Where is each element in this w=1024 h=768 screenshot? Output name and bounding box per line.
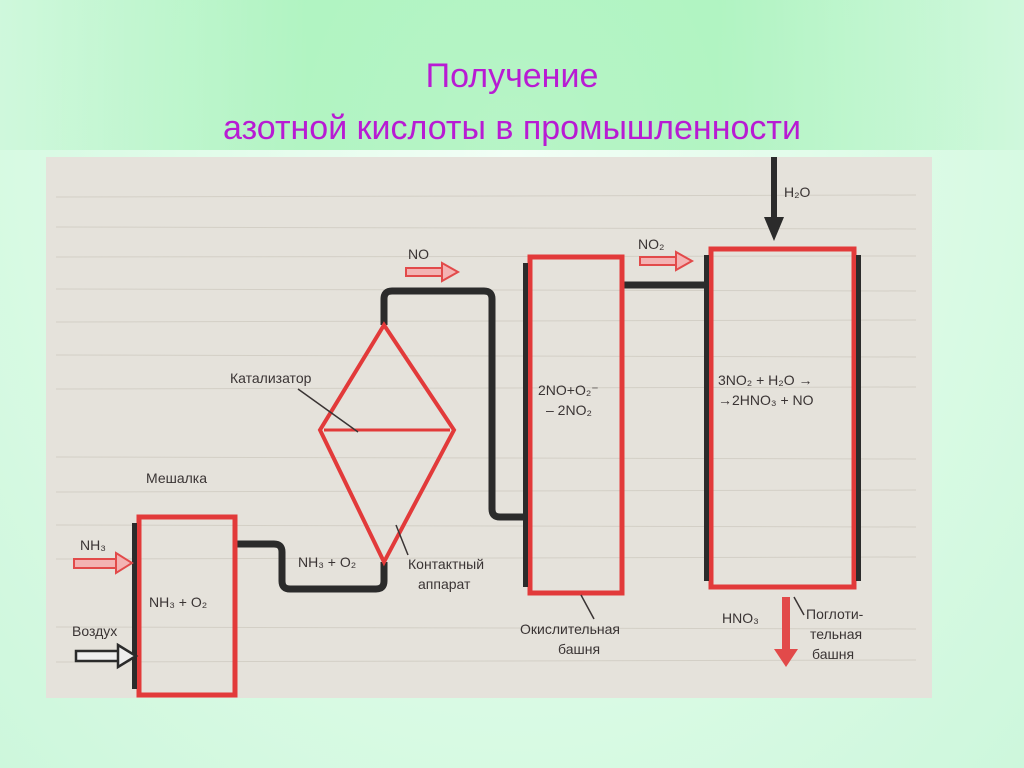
absorption-tower-name-line3: башня: [812, 646, 854, 662]
absorption-reaction-line2: →2HNO₃ + NO: [718, 392, 814, 408]
catalyst-label: Катализатор: [230, 370, 312, 386]
mixer-content: NH₃ + O₂: [149, 594, 207, 610]
oxidation-tower-wall: [523, 263, 528, 587]
oxidation-leader-line: [580, 594, 595, 620]
no2-flow-arrow-icon: [639, 250, 695, 272]
oxidation-tower-name-line1: Окислительная: [520, 621, 620, 637]
oxidation-reaction-line2: – 2NO₂: [546, 402, 592, 418]
absorption-tower-vessel: [708, 246, 857, 590]
absorption-reaction-line1: 3NO₂ + H₂O →: [718, 372, 813, 388]
paper-texture: [55, 194, 917, 663]
absorption-tower-wall-right: [856, 255, 861, 581]
ammonia-inlet-arrow-icon: [73, 551, 134, 575]
title-line-1: Получение: [425, 57, 599, 95]
process-diagram: NH₃ Воздух H₂O Мешалка NH₃ + O₂ NH₃ + O₂…: [46, 157, 932, 698]
oxidation-reaction-line1: 2NO+O₂⁻: [538, 382, 599, 398]
oxidation-tower-name-line2: башня: [558, 641, 600, 657]
catalyst-leader-line: [297, 388, 359, 433]
header-band: [0, 0, 1024, 150]
pipe-mixer-to-reactor: [236, 540, 388, 593]
title-line-2: азотной кислоты в промышленности: [223, 109, 801, 147]
no2-flow-label: NO₂: [638, 236, 664, 252]
mixture-pipe-label: NH₃ + O₂: [298, 554, 356, 570]
water-inlet-arrow-icon: [764, 157, 784, 241]
mixer-vessel: [136, 514, 238, 698]
air-label: Воздух: [72, 623, 117, 639]
water-label: H₂O: [784, 184, 811, 200]
mixer-name: Мешалка: [146, 470, 207, 486]
contact-leader-line: [395, 524, 409, 556]
hno3-output-label: HNO₃: [722, 610, 759, 626]
mixer-wall: [132, 523, 137, 689]
hno3-outlet-arrow-icon: [774, 597, 798, 667]
contact-apparatus-vessel: [317, 321, 457, 567]
no-flow-arrow-icon: [405, 261, 461, 283]
no-flow-label: NO: [408, 246, 429, 262]
slide-title: Получение азотной кислоты в промышленнос…: [0, 50, 1024, 154]
pipe-reactor-to-oxidation: [380, 287, 530, 521]
contact-apparatus-line2: аппарат: [418, 576, 471, 592]
contact-apparatus-line1: Контактный: [408, 556, 484, 572]
absorption-tower-name-line2: тельная: [810, 626, 862, 642]
diagram-svg: NH₃ Воздух H₂O Мешалка NH₃ + O₂ NH₃ + O₂…: [55, 157, 917, 698]
oxidation-tower-vessel: [527, 254, 625, 596]
ammonia-label: NH₃: [80, 537, 106, 553]
absorption-tower-wall: [704, 255, 709, 581]
absorption-tower-name-line1: Поглоти-: [806, 606, 864, 622]
air-inlet-arrow-icon: [74, 642, 139, 670]
absorption-leader-line: [793, 596, 805, 616]
